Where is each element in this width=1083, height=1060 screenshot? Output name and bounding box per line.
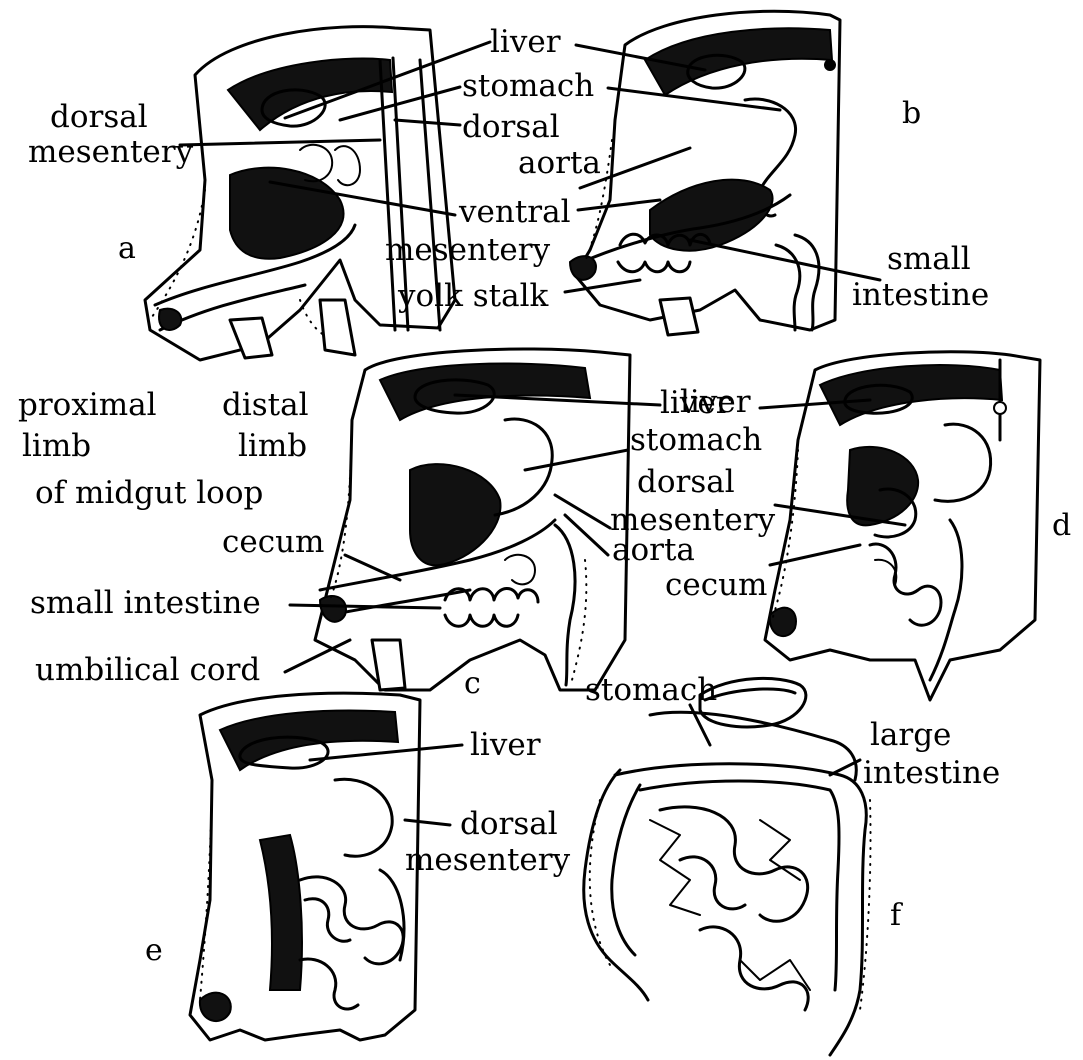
- panel-letter-c: c: [464, 666, 481, 701]
- label-small-intestine-c: small intestine: [30, 585, 261, 621]
- panel-f-drawing: [582, 677, 872, 1057]
- label-proximal-line1: proximal: [18, 387, 157, 423]
- label-umbilical-cord: umbilical cord: [35, 652, 260, 688]
- panel-letter-e: e: [145, 933, 163, 968]
- label-dorsal-aorta-line2: aorta: [518, 145, 601, 181]
- label-ventral-mesentery-line2: mesentery: [385, 232, 551, 268]
- panel-letter-b: b: [902, 96, 921, 131]
- label-large-intestine-line1: large: [870, 717, 951, 753]
- label-stomach-c: stomach: [630, 422, 762, 458]
- label-yolk-stalk: yolk stalk: [397, 278, 548, 314]
- label-liver-e: liver: [470, 727, 541, 763]
- label-liver-d: liver: [680, 384, 751, 420]
- panel-letter-d: d: [1052, 508, 1071, 543]
- panel-e-drawing: [188, 691, 422, 1042]
- label-small-intestine-ab-line1: small: [887, 241, 971, 277]
- label-distal-line2: limb: [238, 428, 307, 464]
- label-dorsal-mesentery-e-line1: dorsal: [460, 806, 558, 842]
- label-ventral-mesentery-line1: ventral: [458, 194, 571, 230]
- label-cecum-c: cecum: [222, 524, 324, 560]
- label-proximal-line2: limb: [22, 428, 91, 464]
- label-dorsal-aorta-line1: dorsal: [462, 109, 560, 145]
- label-stomach-f: stomach: [585, 672, 717, 708]
- label-large-intestine-line2: intestine: [863, 755, 1000, 791]
- label-small-intestine-ab-line2: intestine: [852, 277, 989, 313]
- panel-letter-a: a: [118, 231, 136, 266]
- label-liver-ab: liver: [490, 24, 561, 60]
- leader-lines: [178, 40, 907, 827]
- label-dorsal-mesentery-e-line2: mesentery: [405, 842, 571, 878]
- panel-c-drawing: [313, 347, 632, 692]
- label-dorsal-mesentery-c-line2: mesentery: [610, 502, 776, 538]
- label-distal-line1: distal: [222, 387, 309, 423]
- label-stomach-ab: stomach: [462, 68, 594, 104]
- label-dorsal-mesentery-a-line1: dorsal: [50, 99, 148, 135]
- label-liver-c: liver: [660, 385, 731, 421]
- panel-b-drawing: [568, 9, 842, 337]
- label-dorsal-mesentery-c-line1: dorsal: [637, 464, 735, 500]
- label-dorsal-mesentery-a-line2: mesentery: [28, 134, 194, 170]
- label-midgut-loop: of midgut loop: [35, 475, 263, 511]
- panel-letter-f: f: [890, 898, 903, 933]
- label-cecum-d: cecum: [665, 567, 767, 603]
- label-aorta-c: aorta: [612, 532, 695, 568]
